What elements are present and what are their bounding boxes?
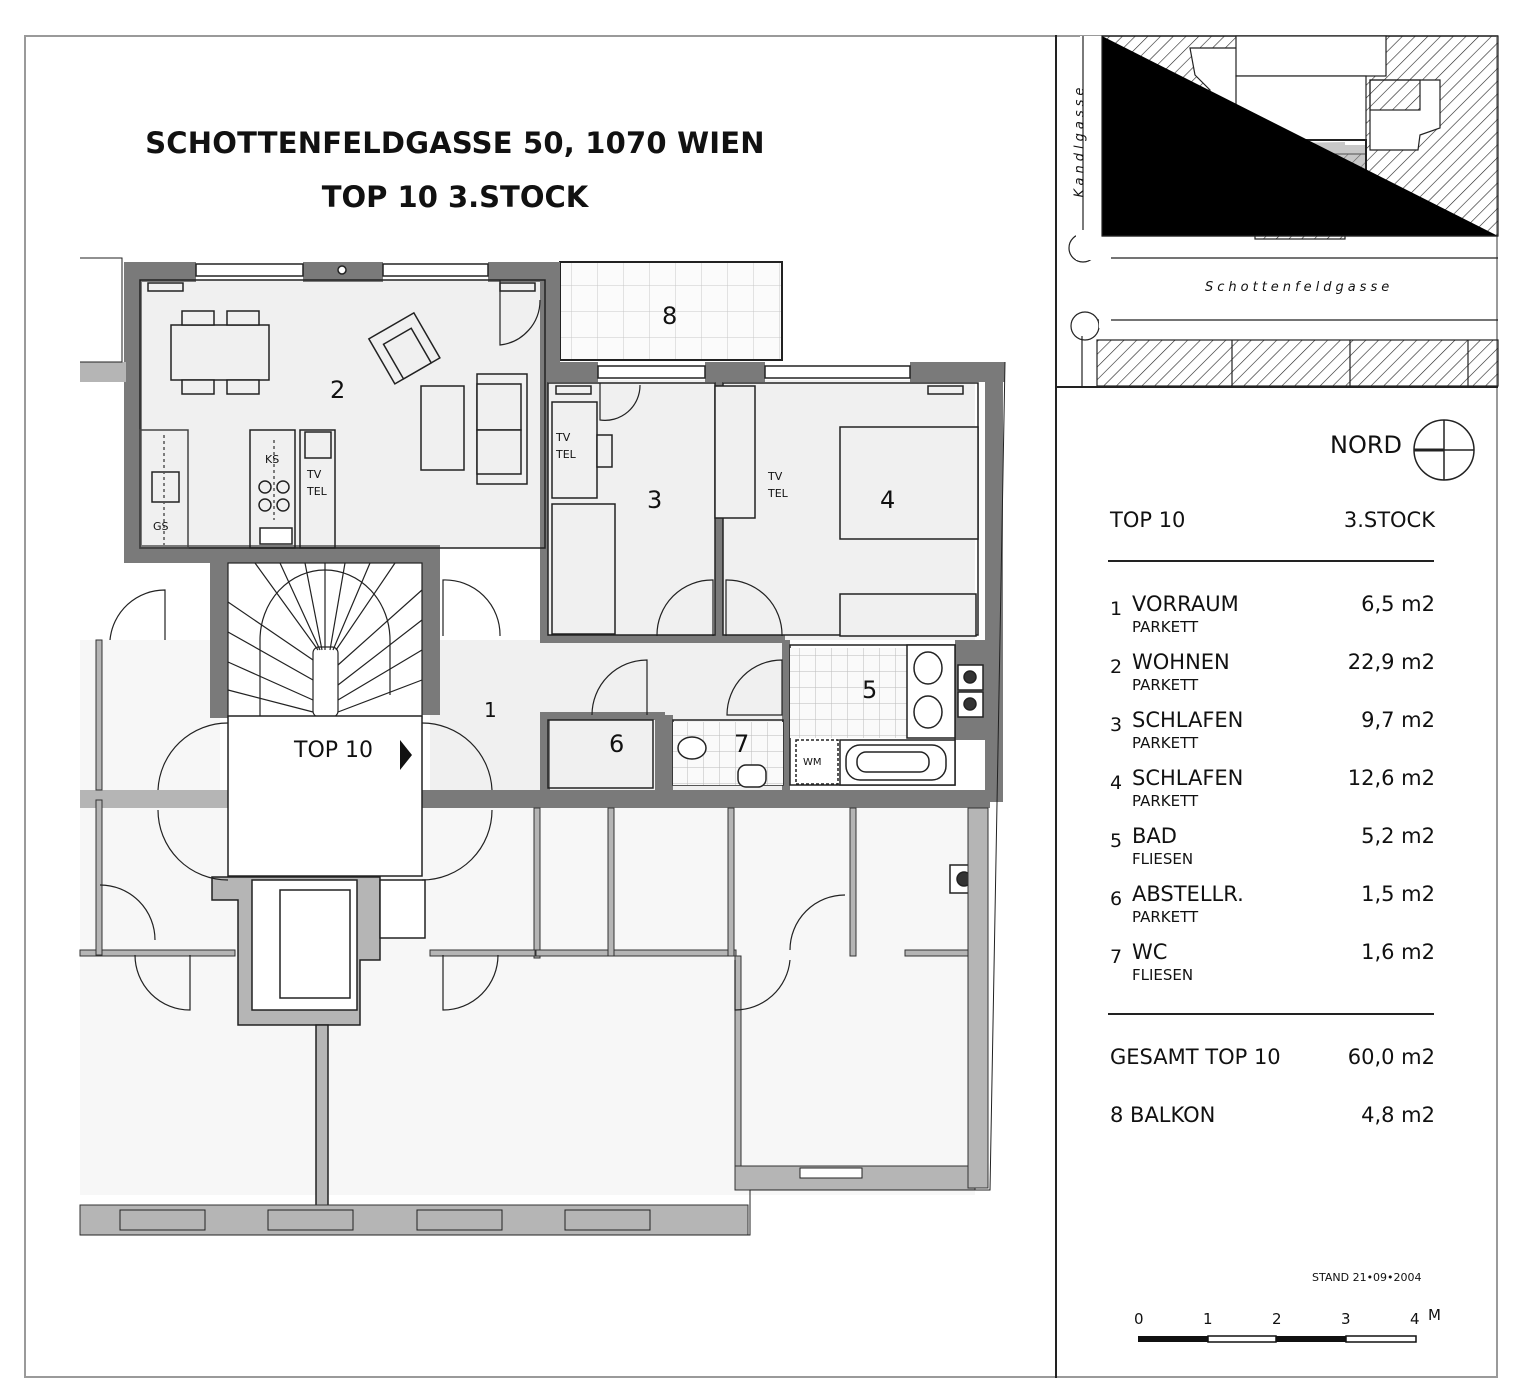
legend-room: 3 SCHLAFEN PARKETT 9,7 m2 (1110, 708, 1435, 752)
north-label: NORD (1330, 431, 1402, 459)
tel-label-kitchen: TEL (307, 485, 327, 498)
legend-rule-bottom (1108, 1013, 1434, 1015)
sofa (420, 373, 528, 485)
ks-label: KS (265, 453, 280, 466)
scale-tick-2: 2 (1272, 1310, 1282, 1328)
room-label-5: 5 (862, 676, 878, 704)
tv-label-room4: TV (768, 470, 783, 483)
bedroom4-furniture (147, 282, 979, 637)
revision-date: STAND 21•09•2004 (1312, 1271, 1422, 1284)
drawing-frame (24, 35, 1498, 1378)
tel-label-room4: TEL (768, 487, 788, 500)
panel-divider-vertical (1055, 35, 1057, 1378)
legend-room: 2 WOHNEN PARKETT 22,9 m2 (1110, 650, 1435, 694)
room-label-4: 4 (880, 486, 896, 514)
entrance-arrow-icon (400, 740, 412, 770)
tv-label-room3: TV (556, 431, 571, 444)
room-label-1: 1 (484, 698, 497, 722)
scale-tick-1: 1 (1203, 1310, 1213, 1328)
legend-unit: TOP 10 (1110, 508, 1186, 532)
wc-fixtures (677, 736, 767, 788)
scale-tick-0: 0 (1134, 1310, 1144, 1328)
legend-header: TOP 10 3.STOCK (1110, 508, 1435, 532)
bedroom3-furniture (551, 385, 756, 635)
legend-room: 6 ABSTELLR. PARKETT 1,5 m2 (1110, 882, 1435, 926)
elevator (211, 876, 426, 1211)
address-title: SCHOTTENFELDGASSE 50, 1070 WIEN (145, 126, 765, 160)
legend-room: 4 SCHLAFEN PARKETT 12,6 m2 (1110, 766, 1435, 810)
scale-unit: M (1428, 1306, 1441, 1324)
legend-floor: 3.STOCK (1343, 508, 1435, 532)
room-label-8: 8 (662, 302, 678, 330)
street-label-schottenfeldgasse: Schottenfeldgasse (1205, 280, 1394, 295)
windows-top (195, 263, 911, 379)
armchair (367, 311, 441, 385)
entrance-label: TOP 10 (294, 738, 374, 763)
street-label-kandlgasse: Kandlgasse (1072, 83, 1088, 198)
legend-room: 5 BAD FLIESEN 5,2 m2 (1110, 824, 1435, 868)
legend-room: 7 WC FLIESEN 1,6 m2 (1110, 940, 1435, 984)
unit-title: TOP 10 3.STOCK (321, 180, 589, 214)
dining-table (170, 310, 270, 395)
tel-label-room3: TEL (556, 448, 576, 461)
scale-tick-4: 4 (1410, 1310, 1420, 1328)
room-label-7: 7 (734, 730, 750, 758)
north-arrow-icon (1413, 419, 1475, 481)
legend-balcony: 8 BALKON 4,8 m2 (1110, 1103, 1435, 1127)
door-swings (99, 280, 846, 1011)
room-label-2: 2 (330, 376, 346, 404)
scale-tick-3: 3 (1341, 1310, 1351, 1328)
gs-label: GS (153, 520, 169, 533)
landing (227, 715, 423, 877)
bathroom-fixtures (795, 644, 984, 894)
legend-total: GESAMT TOP 10 60,0 m2 (1110, 1045, 1435, 1069)
panel-divider-horizontal (1057, 386, 1498, 388)
windows-bottom (119, 1167, 863, 1231)
room-label-3: 3 (647, 486, 663, 514)
site-plan (1068, 35, 1499, 387)
kitchen (151, 431, 332, 545)
tv-label-kitchen: TV (307, 468, 322, 481)
scale-bar (1138, 1335, 1417, 1343)
wm-label: WM (803, 757, 822, 768)
legend-room: 1 VORRAUM PARKETT 6,5 m2 (1110, 592, 1435, 636)
staircase (227, 562, 423, 719)
legend-rule-top (1108, 560, 1434, 562)
room-label-6: 6 (609, 730, 625, 758)
